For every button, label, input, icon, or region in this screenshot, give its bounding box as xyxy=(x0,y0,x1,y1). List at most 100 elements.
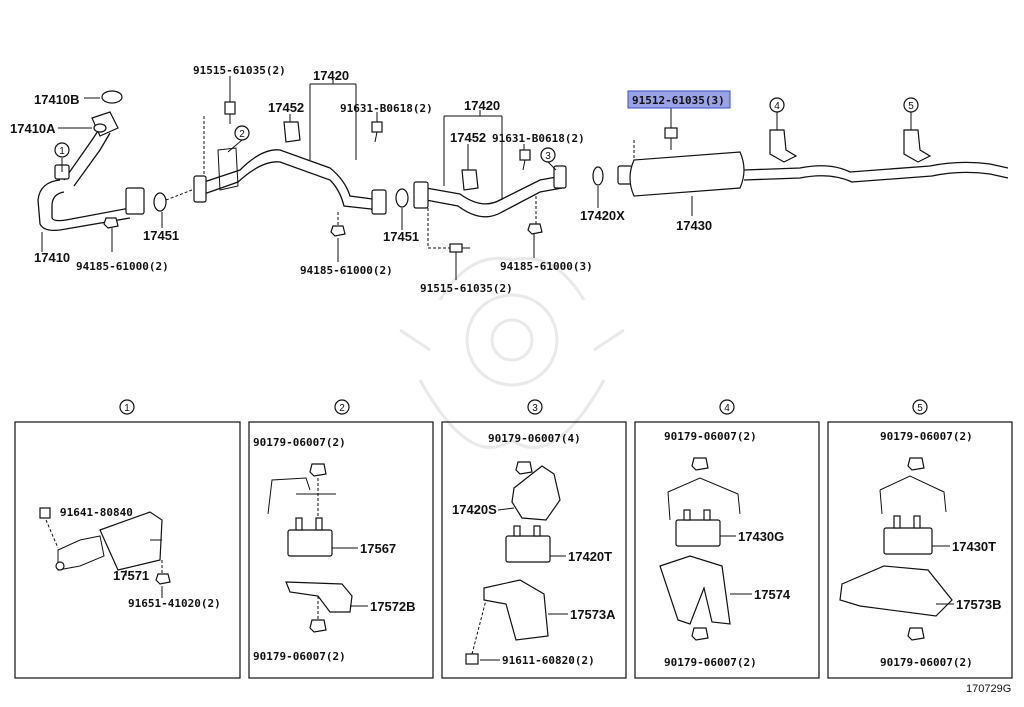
gasket-17410a[interactable] xyxy=(93,123,107,133)
label-17571[interactable]: 17571 xyxy=(113,568,149,583)
svg-text:4: 4 xyxy=(724,403,730,414)
label-17410a[interactable]: 17410A xyxy=(10,121,56,136)
label-94185-b[interactable]: 94185-61000(2) xyxy=(300,264,393,277)
mount-17567[interactable] xyxy=(287,517,333,557)
label-17410[interactable]: 17410 xyxy=(34,250,70,265)
nut-91651[interactable] xyxy=(155,573,171,585)
label-91651[interactable]: 91651-41020(2) xyxy=(128,597,221,610)
callout-4-top[interactable]: 4 xyxy=(769,97,785,113)
bracket-17572b[interactable] xyxy=(285,581,353,613)
label-17567[interactable]: 17567 xyxy=(360,541,396,556)
mount-17430t[interactable] xyxy=(883,515,933,555)
bracket-17452-b[interactable] xyxy=(461,169,479,191)
nut-p5-bottom[interactable] xyxy=(907,627,925,641)
callout-5-top[interactable]: 5 xyxy=(903,97,919,113)
label-17430t[interactable]: 17430T xyxy=(952,539,996,554)
label-17420-b[interactable]: 17420 xyxy=(464,98,500,113)
mount-17430g[interactable] xyxy=(675,509,721,547)
bolt-91512-highlighted[interactable] xyxy=(664,127,678,150)
label-17573b[interactable]: 17573B xyxy=(956,597,1002,612)
label-17452-b[interactable]: 17452 xyxy=(450,130,486,145)
bracket-p2-top[interactable] xyxy=(267,477,336,515)
label-91611[interactable]: 91611-60820(2) xyxy=(502,654,595,667)
bracket-17574[interactable] xyxy=(659,555,731,625)
label-17451-b[interactable]: 17451 xyxy=(383,229,419,244)
mount-17420t[interactable] xyxy=(505,525,551,563)
bolt-91611[interactable] xyxy=(465,653,479,665)
label-17420t[interactable]: 17420T xyxy=(568,549,612,564)
hanger-p5[interactable] xyxy=(879,475,947,515)
nut-p4-top[interactable] xyxy=(691,457,709,471)
gasket-17451-b[interactable] xyxy=(395,188,409,208)
callout-3-label: 3 xyxy=(545,151,551,162)
gasket-17451-a[interactable] xyxy=(153,192,167,212)
label-17451-a[interactable]: 17451 xyxy=(143,228,179,243)
label-90179-p2-bottom[interactable]: 90179-06007(2) xyxy=(253,650,346,663)
nut-94185-b[interactable] xyxy=(330,225,346,237)
label-94185-c[interactable]: 94185-61000(3) xyxy=(500,260,593,273)
gasket-17420x[interactable] xyxy=(592,166,604,186)
label-17420s[interactable]: 17420S xyxy=(452,502,497,517)
panel-5-header: 5 xyxy=(912,399,928,415)
label-17420-a[interactable]: 17420 xyxy=(313,68,349,83)
label-90179-p3[interactable]: 90179-06007(4) xyxy=(488,432,581,445)
label-90179-p5-top[interactable]: 90179-06007(2) xyxy=(880,430,973,443)
highlight-box xyxy=(627,90,731,109)
panel-5 xyxy=(827,421,1013,679)
nut-94185-a[interactable] xyxy=(103,217,119,229)
label-17430[interactable]: 17430 xyxy=(676,218,712,233)
bracket-17452-a[interactable] xyxy=(283,121,301,143)
label-90179-p4-top[interactable]: 90179-06007(2) xyxy=(664,430,757,443)
nut-p4-bottom[interactable] xyxy=(691,627,709,641)
panel-3-header: 3 xyxy=(527,399,543,415)
bolt-91631-b[interactable] xyxy=(519,149,531,171)
label-91515-a[interactable]: 91515-61035(2) xyxy=(193,64,286,77)
center-pipe-17420-b[interactable] xyxy=(413,165,567,218)
callout-3-top[interactable]: 3 xyxy=(540,147,556,163)
hanger-bracket-5[interactable] xyxy=(903,129,932,163)
label-91631-b[interactable]: 91631-B0618(2) xyxy=(492,132,585,145)
label-17572b[interactable]: 17572B xyxy=(370,599,416,614)
nut-p2-top[interactable] xyxy=(309,463,327,477)
muffler-17430[interactable] xyxy=(617,151,1009,197)
label-17410b[interactable]: 17410B xyxy=(34,92,80,107)
label-90179-p5-bottom[interactable]: 90179-06007(2) xyxy=(880,656,973,669)
bracket-17573b[interactable] xyxy=(839,565,953,617)
label-91631-a[interactable]: 91631-B0618(2) xyxy=(340,102,433,115)
hanger-p4[interactable] xyxy=(667,477,741,521)
label-91641[interactable]: 91641-80840 xyxy=(60,506,133,519)
callout-2-top[interactable]: 2 xyxy=(234,125,250,141)
label-91515-b[interactable]: 91515-61035(2) xyxy=(420,282,513,295)
label-17430g[interactable]: 17430G xyxy=(738,529,784,544)
label-17574[interactable]: 17574 xyxy=(754,587,791,602)
label-90179-p4-bottom[interactable]: 90179-06007(2) xyxy=(664,656,757,669)
bracket-17420s[interactable] xyxy=(511,465,561,521)
bolt-91515-a[interactable] xyxy=(224,101,236,124)
callout-1-top[interactable]: 1 xyxy=(54,142,70,158)
diagram-code: 170729G xyxy=(966,683,1011,695)
label-91512-highlighted[interactable]: 91512-61035(3) xyxy=(632,94,725,107)
center-pipe-17420-a[interactable] xyxy=(193,147,387,215)
gasket-17410b[interactable] xyxy=(101,90,123,104)
nut-p2-bottom[interactable] xyxy=(309,619,327,633)
label-17420x[interactable]: 17420X xyxy=(580,208,625,223)
label-90179-p2-top[interactable]: 90179-06007(2) xyxy=(253,436,346,449)
bolt-91641[interactable] xyxy=(39,507,59,549)
panel-4-header: 4 xyxy=(719,399,735,415)
bolt-91631-a[interactable] xyxy=(371,121,383,143)
hanger-bracket-4[interactable] xyxy=(769,129,798,163)
callout-5-label: 5 xyxy=(908,101,914,112)
heat-shield-17571[interactable] xyxy=(55,511,163,571)
svg-text:1: 1 xyxy=(124,403,130,414)
nut-p3-top[interactable] xyxy=(515,461,533,475)
bracket-17573a[interactable] xyxy=(483,579,549,641)
callout-4-label: 4 xyxy=(774,101,780,112)
bolt-91515-b[interactable] xyxy=(449,243,470,253)
nut-94185-c[interactable] xyxy=(527,223,543,235)
label-94185-a[interactable]: 94185-61000(2) xyxy=(76,260,169,273)
label-17452-a[interactable]: 17452 xyxy=(268,100,304,115)
nut-p5-top[interactable] xyxy=(907,457,925,471)
label-17573a[interactable]: 17573A xyxy=(570,607,616,622)
